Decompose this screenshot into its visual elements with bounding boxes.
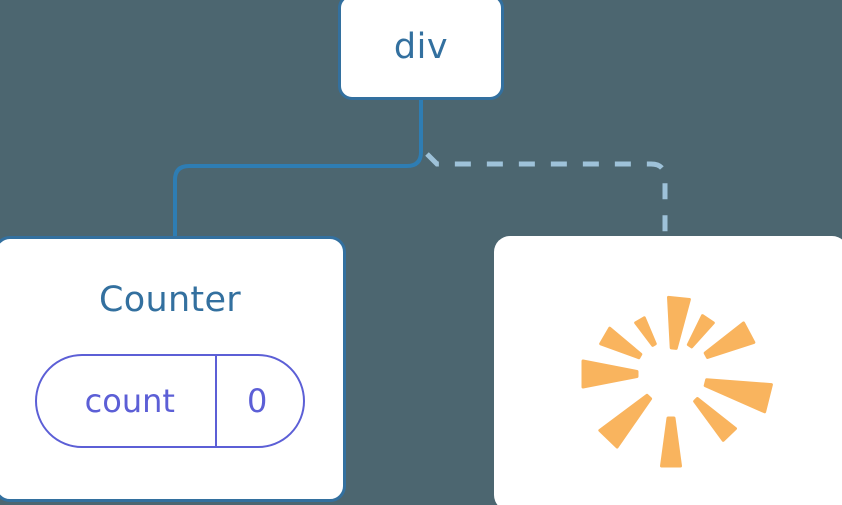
burst-spinner-icon [581,295,773,468]
ray-n [667,295,691,350]
node-div[interactable]: div [338,0,504,100]
edge-div-to-spinner [425,152,668,238]
ray-wsw [598,393,653,449]
state-key-label: count [84,382,175,420]
ray-ene [703,321,756,359]
ray-s [660,416,682,468]
state-pill-count[interactable]: count 0 [34,354,306,448]
node-div-label: div [393,26,449,67]
node-counter-label: Counter [99,280,241,320]
ray-nne [686,314,715,349]
ray-e [703,378,773,414]
ray-w [581,359,639,389]
state-value-label: 0 [214,356,303,446]
node-spinner[interactable] [494,236,842,505]
ray-wnw [599,326,643,360]
node-counter[interactable]: Counter count 0 [0,236,346,502]
edge-div-to-counter [173,98,423,240]
ray-ese [693,397,737,442]
ray-nw [634,316,657,347]
